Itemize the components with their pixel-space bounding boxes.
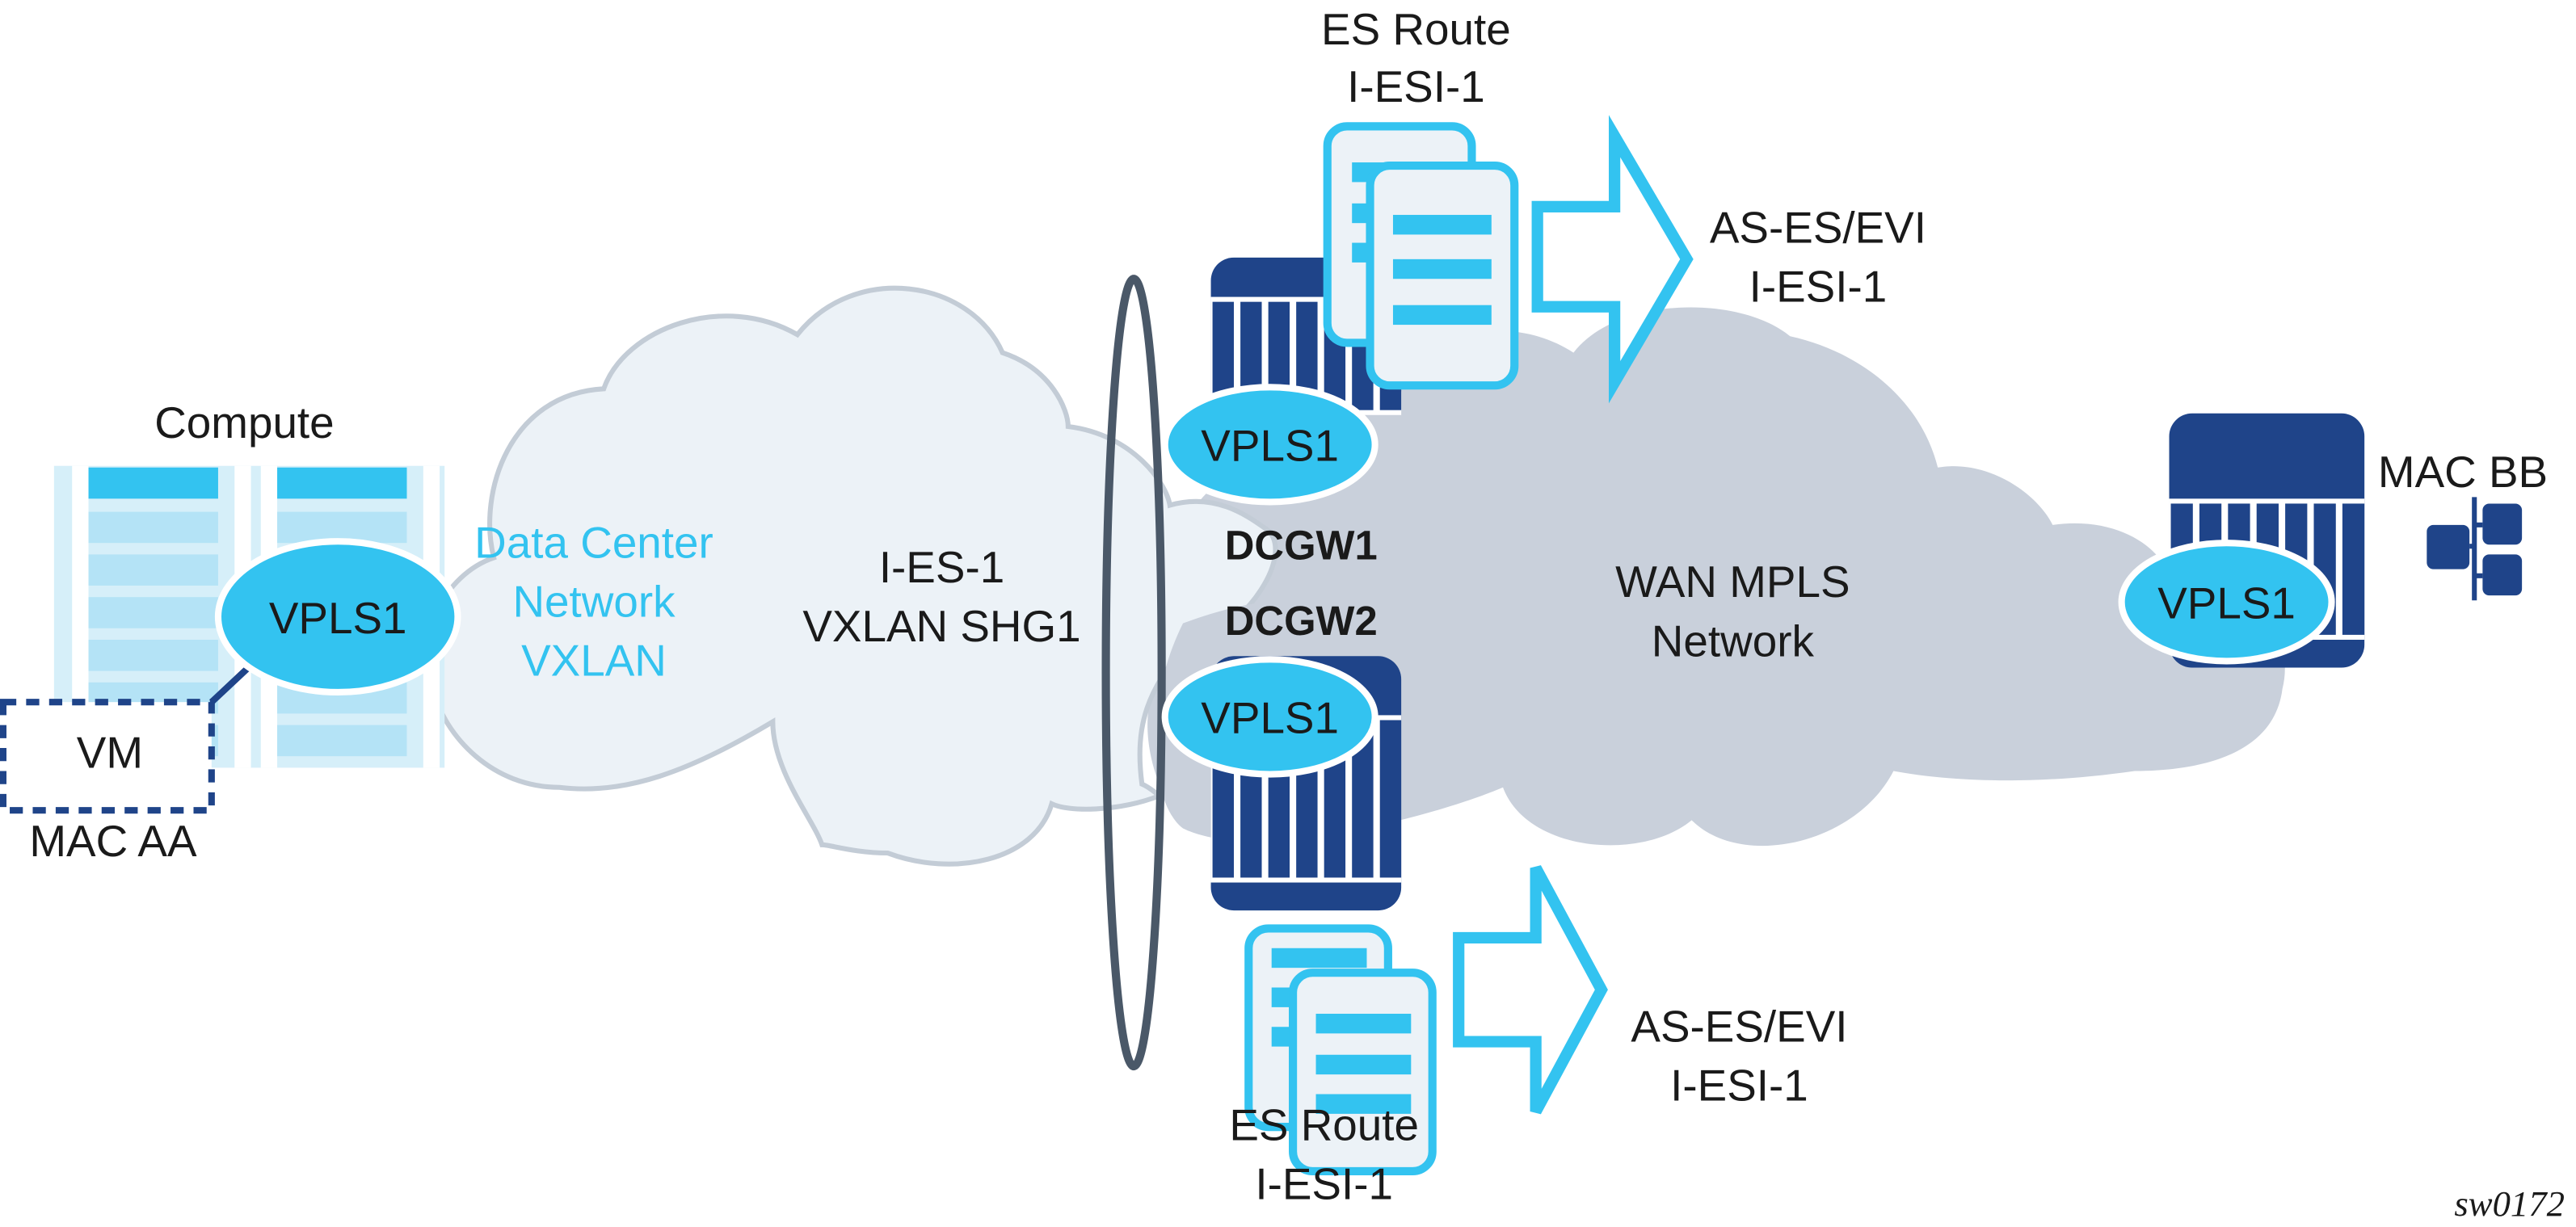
- compute-title: Compute: [154, 397, 334, 448]
- top-es-route-line2: I-ESI-1: [1347, 61, 1485, 111]
- vm-label: VM: [77, 727, 143, 777]
- top-es-route-documents-icon: [1323, 122, 1519, 390]
- rack-slot: [277, 511, 407, 544]
- figure-id-label: sw0172: [2454, 1183, 2564, 1224]
- vpls-ellipse: [2118, 540, 2335, 665]
- es-label-line2: VXLAN SHG1: [802, 601, 1080, 651]
- vm-mac-label: MAC AA: [29, 816, 197, 866]
- dcgw2-vpls1[interactable]: VPLS1: [1161, 656, 1378, 778]
- top-advert-line1: AS-ES/EVI: [1710, 203, 1926, 253]
- port: [1379, 720, 1402, 878]
- remote-pe-vpls1[interactable]: VPLS1: [2118, 540, 2335, 665]
- rack-slot: [88, 597, 218, 628]
- vm-box-border: [0, 699, 215, 814]
- rack-slot: [88, 639, 218, 671]
- vpls-label: VPLS1: [1201, 421, 1339, 471]
- bottom-advertise-arrow: [1453, 865, 1608, 1115]
- vpls-ellipse: [214, 538, 461, 696]
- vm-box-fill: [1, 702, 212, 811]
- wan-label-line2: Network: [1652, 616, 1815, 666]
- compute-vpls1[interactable]: VPLS1: [214, 538, 461, 696]
- bottom-es-route-documents-icon: [1244, 924, 1437, 1176]
- bottom-es-route-line2: I-ESI-1: [1255, 1158, 1393, 1208]
- vpls-label: VPLS1: [2157, 578, 2296, 628]
- dcgw1-vpls1[interactable]: VPLS1: [1161, 384, 1378, 506]
- vm-box[interactable]: VM: [0, 699, 215, 814]
- top-advertise-arrow: [1531, 115, 1694, 404]
- es-label-line1: I-ES-1: [879, 542, 1004, 592]
- top-advert-line2: I-ESI-1: [1749, 262, 1888, 312]
- data-center-cloud: [423, 285, 1278, 867]
- vpls-ellipse: [1161, 384, 1378, 506]
- dc-network-line3: VXLAN: [521, 636, 667, 686]
- port: [2342, 503, 2365, 635]
- top-es-route-line1: ES Route: [1321, 4, 1511, 54]
- wan-label-line1: WAN MPLS: [1615, 557, 1850, 607]
- dc-cloud-shape: [423, 285, 1278, 867]
- host-network-icon: [2427, 497, 2523, 601]
- vpls-ellipse: [1161, 656, 1378, 778]
- bottom-es-route-line1: ES Route: [1229, 1099, 1419, 1149]
- rack-slot-active: [88, 467, 218, 499]
- mac-bb-label: MAC BB: [2378, 447, 2548, 497]
- dcgw1-label: DCGW1: [1225, 522, 1378, 568]
- rack-slot: [277, 725, 407, 757]
- bottom-advert-line1: AS-ES/EVI: [1631, 1002, 1847, 1052]
- bottom-advert-line2: I-ESI-1: [1670, 1061, 1808, 1111]
- vpls-label: VPLS1: [269, 593, 407, 643]
- vpls-label: VPLS1: [1201, 693, 1339, 743]
- dc-network-line2: Network: [512, 577, 676, 627]
- rack-slot: [88, 511, 218, 544]
- wan-cloud-shape: [1147, 307, 2285, 847]
- rack-slot: [88, 554, 218, 586]
- dcgw2-label: DCGW2: [1225, 598, 1378, 644]
- ethernet-segment-ring: [1101, 275, 1166, 1071]
- rack-gap: [72, 465, 89, 768]
- rack-slot-active: [277, 467, 407, 499]
- wan-mpls-cloud: [1147, 307, 2285, 847]
- dc-network-line1: Data Center: [474, 517, 713, 567]
